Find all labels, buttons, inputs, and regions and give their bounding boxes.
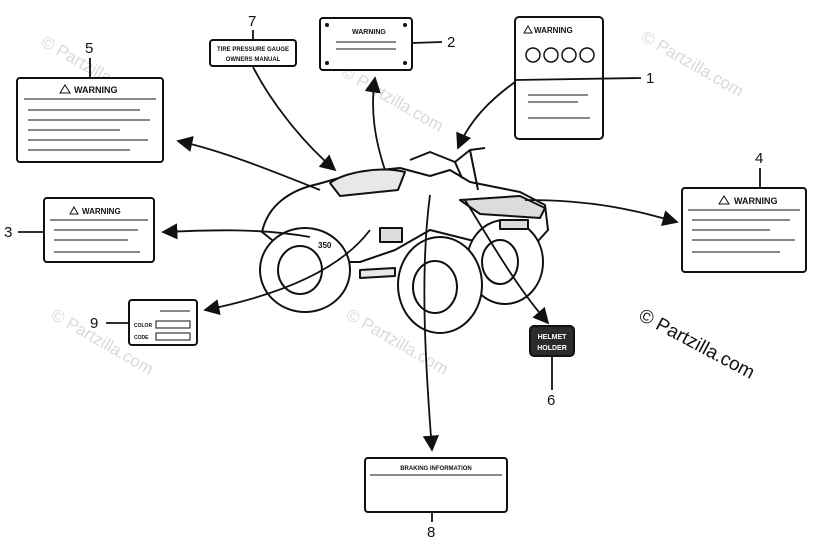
warning-triangle-icon xyxy=(69,205,79,215)
warning-heading: WARNING xyxy=(534,26,573,35)
callout-3: 3 xyxy=(4,224,12,241)
label-2-warning: WARNING xyxy=(319,17,413,71)
label-6-helmet-holder: HELMET HOLDER xyxy=(529,325,575,357)
vehicle-badge: 350 xyxy=(318,241,332,250)
callout-9: 9 xyxy=(90,315,98,332)
helmet-line1: HELMET xyxy=(538,334,568,341)
code-label: CODE xyxy=(134,335,149,341)
callout-8: 8 xyxy=(427,524,435,541)
atv-illustration xyxy=(259,147,549,334)
tire-label-line1: TIRE PRESSURE GAUGE xyxy=(217,47,289,53)
label-8-braking-information: BRAKING INFORMATION xyxy=(364,457,508,513)
label-7-tire-pressure: TIRE PRESSURE GAUGE OWNERS MANUAL xyxy=(209,39,297,67)
warning-heading: WARNING xyxy=(734,196,778,206)
helmet-line2: HOLDER xyxy=(537,345,567,352)
callout-7: 7 xyxy=(248,13,256,30)
callout-6: 6 xyxy=(547,392,555,409)
helmet-required-icon xyxy=(579,47,595,63)
label-5-warning: WARNING xyxy=(16,77,164,163)
warning-triangle-icon xyxy=(523,24,533,34)
callout-1: 1 xyxy=(646,70,654,87)
watermark: © Partzilla.com xyxy=(338,62,447,136)
label-4-warning: WARNING xyxy=(681,187,807,273)
braking-heading: BRAKING INFORMATION xyxy=(400,466,472,472)
no-passenger-icon xyxy=(525,47,541,63)
warning-triangle-icon xyxy=(59,84,71,94)
no-alcohol-icon xyxy=(561,47,577,63)
watermark: © Partzilla.com xyxy=(638,27,747,101)
callout-4: 4 xyxy=(755,150,763,167)
warning-triangle-icon xyxy=(718,195,730,205)
callout-2: 2 xyxy=(447,34,455,51)
no-highway-icon xyxy=(543,47,559,63)
label-3-warning: WARNING xyxy=(43,197,155,263)
warning-heading: WARNING xyxy=(352,29,386,36)
leader-lines xyxy=(18,30,761,522)
label-9-color-code: COLOR CODE xyxy=(128,299,198,346)
label-1-pictogram-warning: WARNING xyxy=(514,16,604,140)
warning-heading: WARNING xyxy=(74,85,118,95)
tire-label-line2: OWNERS MANUAL xyxy=(226,57,281,63)
warning-heading: WARNING xyxy=(82,207,121,216)
color-label: COLOR xyxy=(134,323,152,329)
callout-5: 5 xyxy=(85,40,93,57)
callout-numbers: 1 2 3 4 5 6 7 8 9 xyxy=(4,13,763,541)
